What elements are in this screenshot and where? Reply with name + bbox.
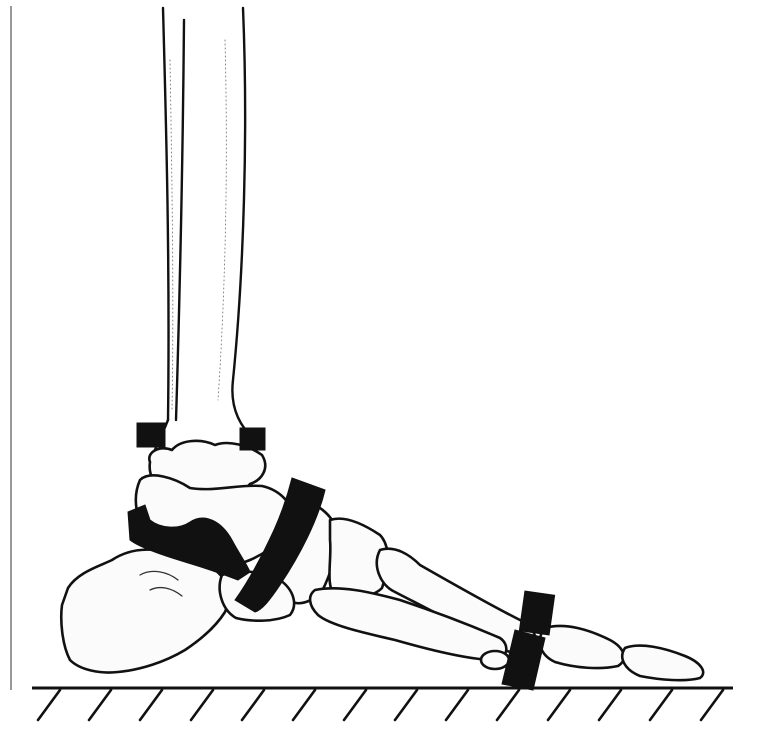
ground-hatch-mark bbox=[293, 690, 315, 720]
ankle-marker-right bbox=[240, 428, 265, 450]
ground-hatch-mark bbox=[140, 690, 162, 720]
ground-hatching bbox=[38, 690, 723, 720]
proximal-phalanx bbox=[540, 626, 624, 668]
ground-hatch-mark bbox=[497, 690, 519, 720]
ground-hatch-mark bbox=[650, 690, 672, 720]
ground-hatch-mark bbox=[89, 690, 111, 720]
ground-hatch-mark bbox=[446, 690, 468, 720]
ground-hatch-mark bbox=[344, 690, 366, 720]
ground-hatch-mark bbox=[191, 690, 213, 720]
sesamoid-bone bbox=[481, 651, 509, 669]
ground-hatch-mark bbox=[395, 690, 417, 720]
fibula-bone bbox=[163, 8, 184, 420]
ground-hatch-mark bbox=[548, 690, 570, 720]
toe-marker-top bbox=[519, 591, 554, 635]
ground-hatch-mark bbox=[38, 690, 60, 720]
ground-hatch-mark bbox=[242, 690, 264, 720]
ground-hatch-mark bbox=[599, 690, 621, 720]
ankle-marker-left bbox=[137, 423, 165, 447]
ground-hatch-mark bbox=[701, 690, 723, 720]
distal-phalanx bbox=[622, 646, 703, 681]
